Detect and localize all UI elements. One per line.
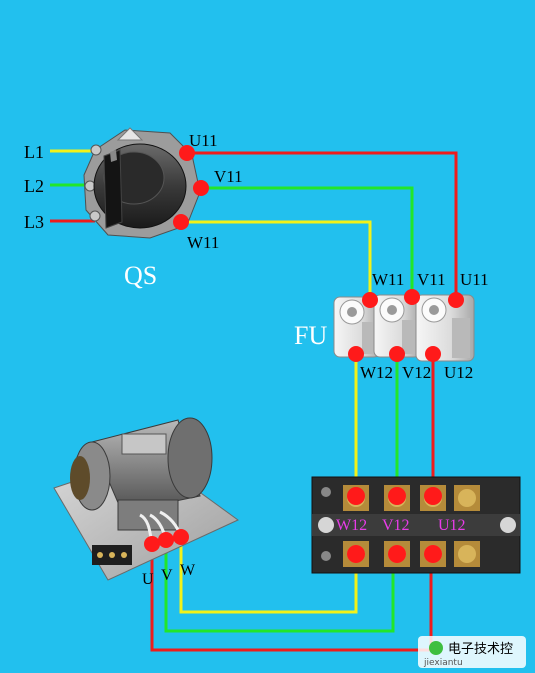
wire-u11 (187, 151, 458, 300)
wire-motor-u (150, 544, 433, 652)
label-terminal-v12: V12 (382, 517, 410, 534)
label-fuse-out-w12: W12 (360, 363, 393, 382)
label-switch-u11: U11 (189, 131, 218, 150)
label-fuse-in-u11: U11 (460, 270, 489, 289)
label-motor-w: W (180, 562, 196, 579)
label-fuse-out-v12: V12 (402, 363, 431, 382)
fuse-holder-u[interactable] (415, 294, 475, 362)
fuse-holder-v[interactable] (373, 294, 421, 358)
wire-motor-w (179, 537, 358, 614)
label-qs: QS (124, 261, 157, 290)
wire-v11 (201, 186, 414, 297)
label-terminal-w12: W12 (336, 517, 367, 534)
watermark-title: 电子技术控 (448, 642, 513, 657)
label-motor-u: U (142, 571, 154, 588)
wechat-icon (429, 641, 443, 655)
connection-dots (144, 145, 464, 563)
label-fuse-in-w11: W11 (372, 270, 404, 289)
wire-w11 (181, 220, 372, 300)
watermark: 电子技术控 jiexiantu (418, 636, 526, 668)
label-switch-w11: W11 (187, 233, 219, 252)
label-l3: L3 (24, 212, 44, 232)
label-l2: L2 (24, 176, 44, 196)
label-fuse-out-u12: U12 (444, 363, 473, 382)
label-switch-v11: V11 (214, 167, 243, 186)
label-fuse-in-v11: V11 (417, 270, 446, 289)
motor-assembly[interactable] (53, 417, 239, 581)
label-fu: FU (294, 321, 327, 350)
watermark-site: jiexiantu (423, 658, 463, 668)
rotary-switch[interactable] (83, 127, 201, 239)
label-motor-v: V (161, 567, 173, 584)
wire-motor-v (164, 540, 395, 633)
motor-nameplate (121, 433, 167, 455)
label-l1: L1 (24, 142, 44, 162)
label-terminal-u12: U12 (438, 517, 466, 534)
